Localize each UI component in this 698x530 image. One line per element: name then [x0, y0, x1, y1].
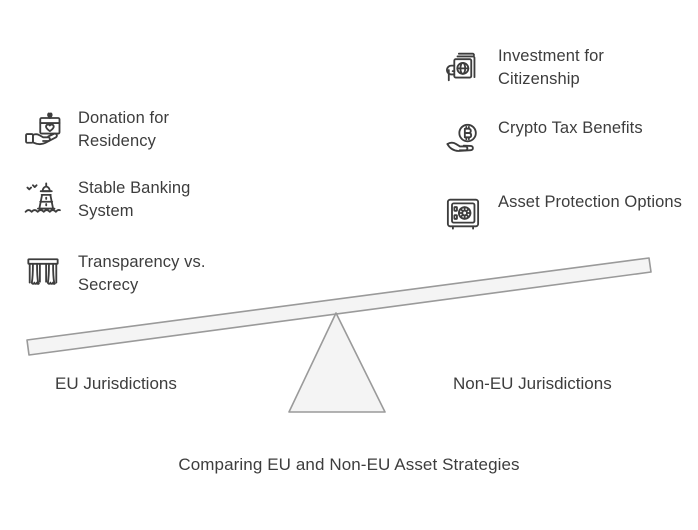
safe-vault-icon — [440, 190, 486, 236]
hand-holding-passport-globe-icon — [440, 44, 486, 90]
seesaw-fulcrum — [288, 312, 386, 413]
feature-item-investment-for-citizenship: Investment for Citizenship — [440, 44, 688, 91]
lighthouse-icon — [20, 176, 66, 222]
curtains-icon — [20, 250, 66, 296]
feature-label: Asset Protection Options — [498, 193, 682, 211]
feature-item-donation-for-residency: Donation for Residency — [20, 106, 248, 153]
feature-item-crypto-tax-benefits: Crypto Tax Benefits — [440, 116, 643, 162]
feature-label: Crypto Tax Benefits — [498, 119, 643, 137]
seesaw-illustration — [26, 257, 652, 413]
axis-label-eu-jurisdictions: EU Jurisdictions — [55, 374, 177, 393]
hand-holding-bitcoin-icon — [440, 116, 486, 162]
hand-holding-gift-icon — [20, 106, 66, 152]
feature-label: Donation for Residency — [78, 109, 170, 150]
feature-item-stable-banking-system: Stable Banking System — [20, 176, 248, 223]
feature-label: Stable Banking System — [78, 179, 191, 220]
feature-label: Investment for Citizenship — [498, 47, 604, 88]
axis-label-non-eu-jurisdictions: Non-EU Jurisdictions — [453, 374, 612, 393]
diagram-caption: Comparing EU and Non-EU Asset Strategies — [178, 455, 520, 474]
seesaw-beam — [26, 257, 652, 356]
feature-item-transparency-vs-secrecy: Transparency vs. Secrecy — [20, 250, 248, 297]
feature-label: Transparency vs. Secrecy — [78, 253, 206, 294]
feature-item-asset-protection-options: Asset Protection Options — [440, 190, 682, 236]
